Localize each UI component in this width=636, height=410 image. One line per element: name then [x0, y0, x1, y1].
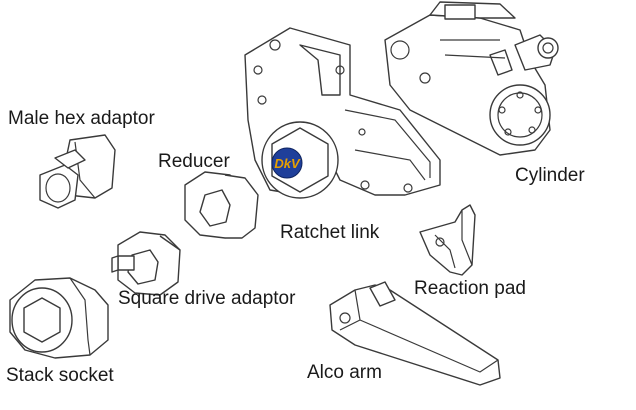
svg-text:DkV: DkV: [274, 156, 301, 171]
label-male-hex-adaptor: Male hex adaptor: [8, 108, 155, 129]
label-square-drive-adaptor: Square drive adaptor: [118, 288, 296, 309]
square-drive-adaptor-part: [111, 231, 181, 296]
label-stack-socket: Stack socket: [6, 365, 114, 386]
male-hex-adaptor-part: [39, 134, 116, 209]
label-reaction-pad: Reaction pad: [414, 278, 526, 299]
reaction-pad-part: [419, 204, 476, 276]
label-alco-arm: Alco arm: [307, 362, 382, 383]
label-ratchet-link: Ratchet link: [280, 222, 380, 243]
dkv-logo: DkV: [271, 147, 303, 179]
label-cylinder: Cylinder: [515, 165, 585, 186]
reducer-part: [184, 171, 259, 239]
stack-socket-part: [9, 277, 109, 359]
cylinder-part: [384, 1, 559, 156]
label-reducer: Reducer: [158, 151, 230, 172]
alco-arm-part: [329, 281, 501, 386]
